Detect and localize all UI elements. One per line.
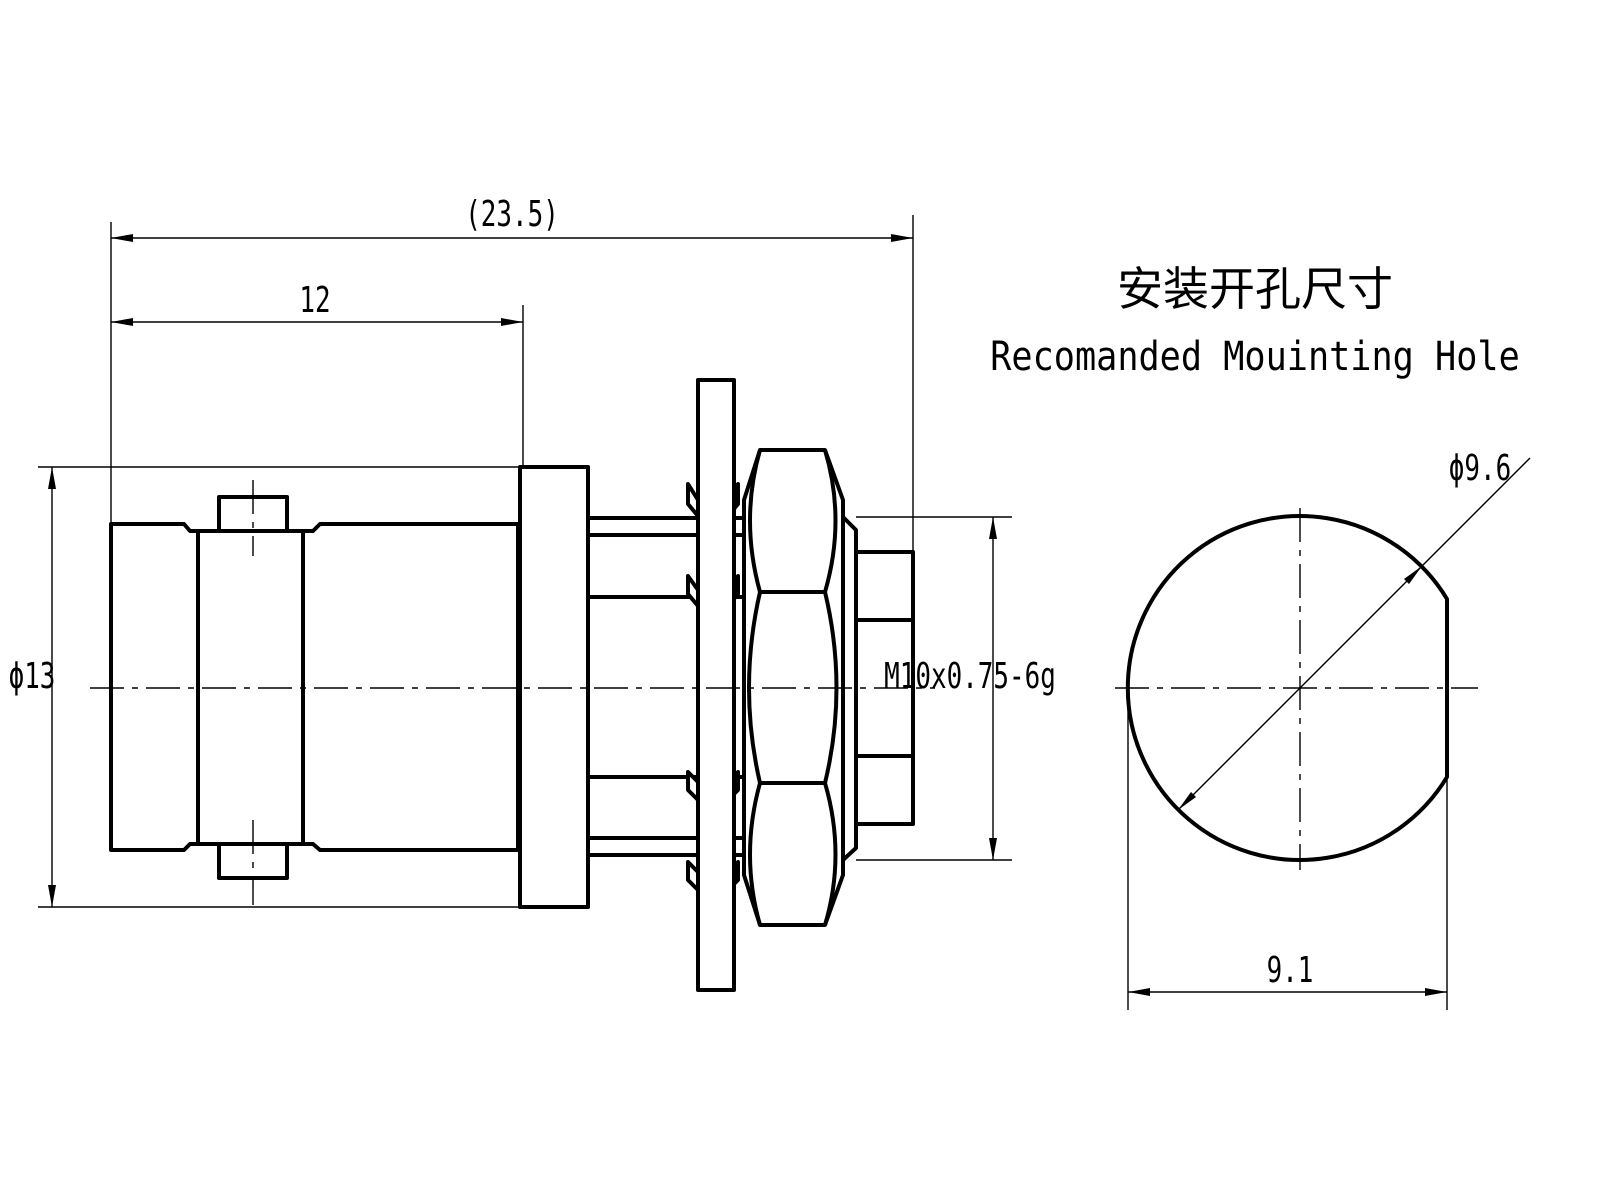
dim-hole-diameter: ϕ9.6 xyxy=(1449,448,1511,489)
connector-body-rear xyxy=(301,522,520,852)
dimension-lines xyxy=(38,215,1012,908)
lock-washer xyxy=(696,378,736,992)
title-chinese: 安装开孔尺寸 xyxy=(1117,262,1393,316)
dim-hole-flat: 9.1 xyxy=(1267,950,1314,991)
mounting-hole-view xyxy=(1115,457,1531,1010)
connector-side-view xyxy=(90,378,935,992)
dim-body-diameter: ϕ13 xyxy=(9,656,56,697)
dim-body-length: 12 xyxy=(299,280,330,321)
shoulder-flange xyxy=(518,465,590,909)
dim-thread-size: M10x0.75-6g xyxy=(884,656,1056,697)
connector-body xyxy=(109,522,200,852)
dim-overall-length: (23.5) xyxy=(465,194,559,235)
title-english: Recomanded Mouinting Hole xyxy=(990,333,1520,380)
